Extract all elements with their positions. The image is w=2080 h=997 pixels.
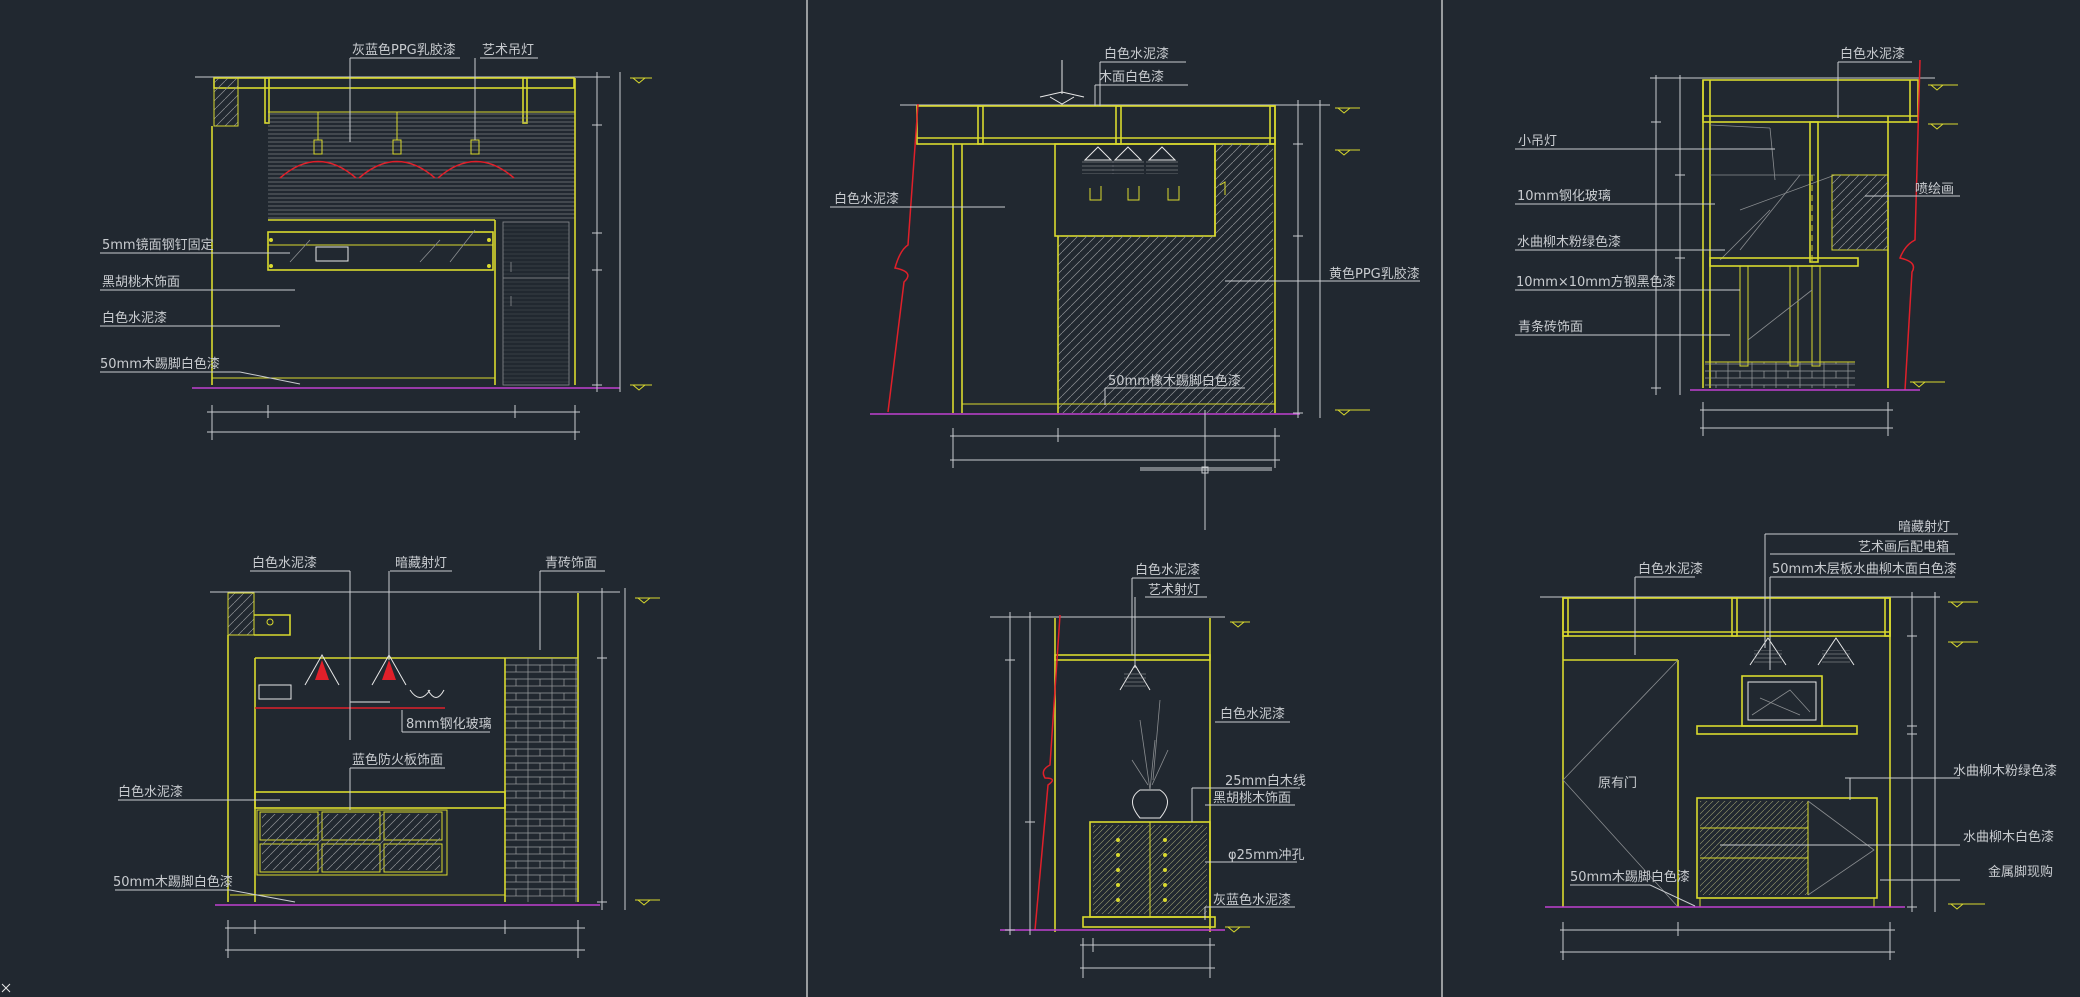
label-v2-0: 白色水泥漆 (1104, 46, 1169, 62)
label-v5-3: 25mm白木线 (1225, 773, 1306, 789)
label-v6-2: 白色水泥漆 (1638, 561, 1703, 577)
label-v6-0: 暗藏射灯 (1898, 519, 1950, 535)
elevation-view-3: 白色水泥漆 小吊灯 10mm钢化玻璃 喷绘画 水曲柳木粉绿色漆 10mm×10m… (1515, 46, 1960, 436)
elevation-view-2: 白色水泥漆 木面白色漆 白色水泥漆 黄色PPG乳胶漆 50mm橡木踢脚白色漆 (830, 46, 1420, 530)
label-v1-1: 艺术吊灯 (482, 43, 534, 58)
label-v5-4: 黑胡桃木饰面 (1213, 791, 1291, 806)
label-v6-6: 水曲柳木白色漆 (1963, 829, 2054, 845)
label-v5-0: 白色水泥漆 (1135, 562, 1200, 578)
label-v6-3: 50mm木层板水曲柳木面白色漆 (1772, 561, 1957, 577)
elevation-view-5: 白色水泥漆 艺术射灯 白色水泥漆 25mm白木线 黑胡桃木饰面 φ25mm冲孔 … (990, 562, 1306, 978)
label-v1-0: 灰蓝色PPG乳胶漆 (352, 42, 456, 58)
label-v6-1: 艺术画后配电箱 (1858, 539, 1949, 555)
label-v2-3: 黄色PPG乳胶漆 (1329, 266, 1420, 282)
label-v1-2: 5mm镜面钢钉固定 (102, 238, 214, 253)
elevation-view-1: 灰蓝色PPG乳胶漆 艺术吊灯 5mm镜面钢钉固定 黑胡桃木饰面 白色水泥漆 50… (100, 42, 652, 440)
label-v3-3: 喷绘画 (1915, 182, 1954, 197)
label-v3-5: 10mm×10mm方钢黑色漆 (1516, 274, 1676, 290)
label-v3-1: 小吊灯 (1518, 134, 1557, 149)
label-v3-2: 10mm钢化玻璃 (1517, 189, 1611, 204)
label-v3-0: 白色水泥漆 (1840, 46, 1905, 62)
label-v1-3: 黑胡桃木饰面 (102, 275, 180, 290)
label-v6-4: 原有门 (1598, 776, 1637, 791)
label-v2-4: 50mm橡木踢脚白色漆 (1108, 373, 1241, 389)
label-v4-1: 暗藏射灯 (395, 555, 447, 571)
label-v6-5: 水曲柳木粉绿色漆 (1953, 763, 2057, 779)
label-v4-3: 8mm钢化玻璃 (406, 717, 492, 732)
label-v5-1: 艺术射灯 (1148, 582, 1200, 598)
label-v1-5: 50mm木踢脚白色漆 (100, 356, 220, 372)
label-v5-5: φ25mm冲孔 (1228, 848, 1304, 863)
label-v3-4: 水曲柳木粉绿色漆 (1517, 234, 1621, 250)
label-v3-6: 青条砖饰面 (1518, 319, 1583, 335)
elevation-view-4: 白色水泥漆 暗藏射灯 青砖饰面 8mm钢化玻璃 蓝色防火板饰面 白色水泥漆 50… (113, 555, 660, 958)
label-v6-7: 金属脚现购 (1988, 864, 2053, 880)
label-v4-5: 白色水泥漆 (118, 784, 183, 800)
label-v1-4: 白色水泥漆 (102, 310, 167, 326)
label-v5-6: 灰蓝色水泥漆 (1213, 892, 1291, 908)
label-v4-6: 50mm木踢脚白色漆 (113, 874, 233, 890)
ucs-icon (1, 983, 11, 993)
label-v4-2: 青砖饰面 (545, 556, 597, 571)
label-v6-8: 50mm木踢脚白色漆 (1570, 869, 1690, 885)
label-v2-2: 白色水泥漆 (834, 191, 899, 207)
label-v5-2: 白色水泥漆 (1220, 706, 1285, 722)
elevation-view-6: 暗藏射灯 艺术画后配电箱 白色水泥漆 50mm木层板水曲柳木面白色漆 原有门 水… (1540, 519, 2057, 960)
label-v4-0: 白色水泥漆 (252, 555, 317, 571)
label-v4-4: 蓝色防火板饰面 (352, 752, 443, 768)
label-v2-1: 木面白色漆 (1099, 69, 1164, 85)
